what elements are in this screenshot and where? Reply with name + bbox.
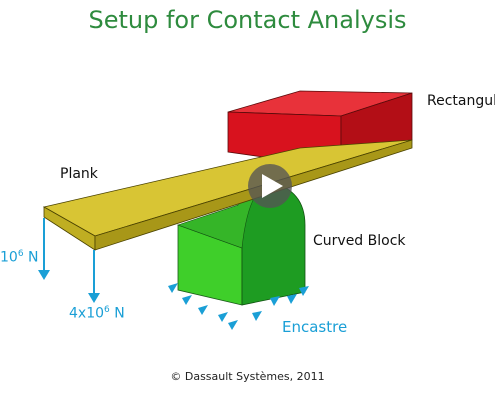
load-left-unit: N <box>23 249 39 266</box>
triangle-support-icon <box>228 320 238 330</box>
label-rectangular: Rectangul <box>427 93 495 109</box>
load-label-left: 106 N <box>0 249 39 266</box>
load-right-exponent: 6 <box>104 305 110 315</box>
triangle-support-icon <box>198 305 208 315</box>
encastre-supports <box>168 283 309 330</box>
label-plank: Plank <box>60 166 98 182</box>
load-left-exponent: 6 <box>17 249 24 259</box>
triangle-support-icon <box>218 312 228 322</box>
load-arrow-right <box>88 250 100 303</box>
load-arrow-left <box>38 218 50 280</box>
triangle-support-icon <box>168 283 178 293</box>
triangle-support-icon <box>287 294 297 304</box>
play-icon <box>262 174 283 198</box>
triangle-support-icon <box>252 311 262 321</box>
triangle-support-icon <box>299 286 309 296</box>
load-label-right: 4x106 N <box>69 305 125 322</box>
triangle-support-icon <box>270 296 280 306</box>
load-left-prefix: 10 <box>0 249 18 266</box>
play-button[interactable] <box>248 164 292 208</box>
page-title: Setup for Contact Analysis <box>88 6 407 34</box>
label-curved-block: Curved Block <box>313 233 406 249</box>
label-encastre: Encastre <box>282 318 348 336</box>
load-right-unit: N <box>109 305 125 322</box>
load-right-prefix: 4x10 <box>69 305 105 322</box>
triangle-support-icon <box>182 295 192 305</box>
copyright-text: © Dassault Systèmes, 2011 <box>170 370 325 383</box>
